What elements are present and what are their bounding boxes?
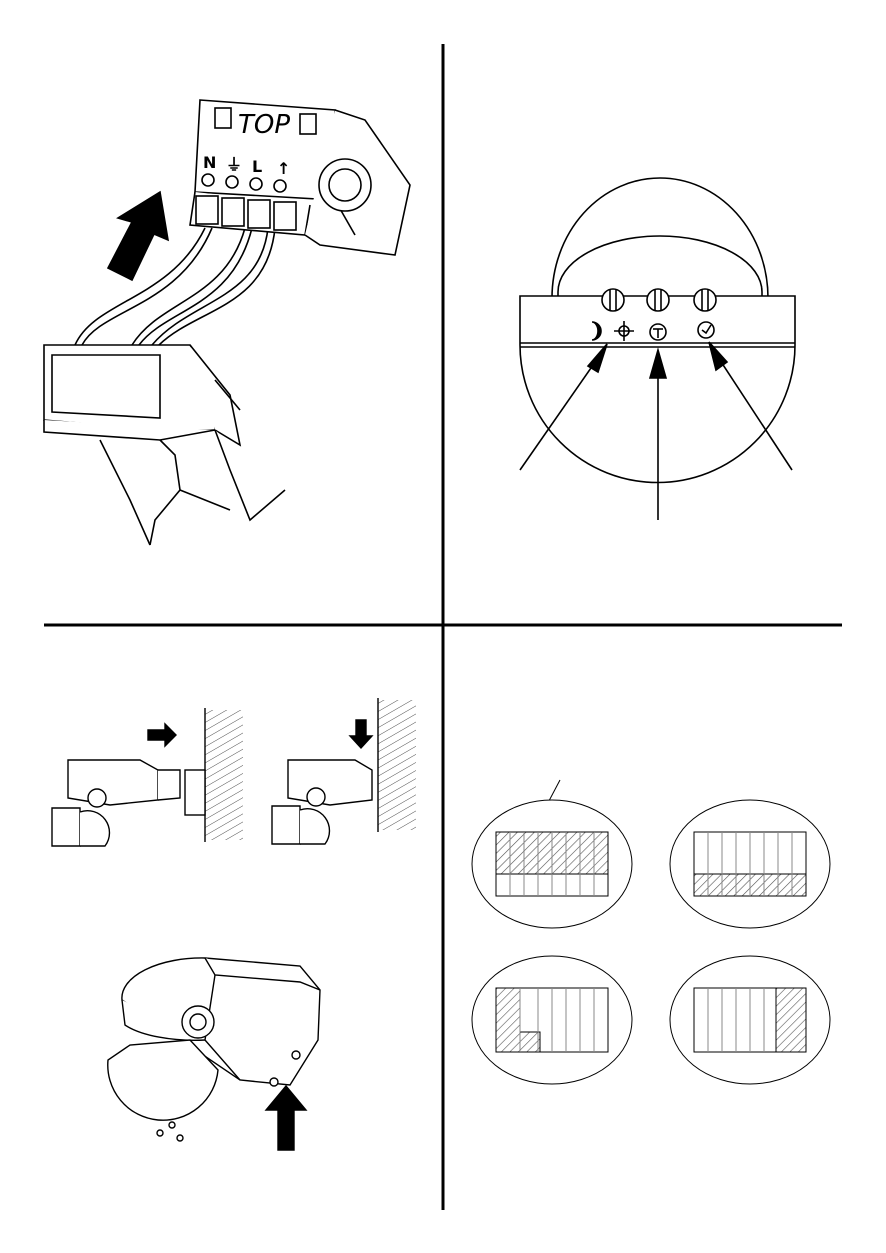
push-arrow-icon — [266, 1086, 306, 1150]
terminal-mark-n: N — [203, 153, 216, 172]
mask-upper-half — [472, 800, 632, 928]
panel-connector: TOP N ⏚ L ↑ — [44, 100, 410, 545]
mount-step-press — [272, 698, 416, 844]
mask-right-side — [670, 956, 830, 1084]
sensor-housing — [44, 345, 285, 545]
panel-mounting — [52, 698, 416, 1150]
connector-cables — [75, 228, 275, 345]
panel-masks — [472, 780, 830, 1084]
sensor-lens-dome — [552, 178, 768, 306]
press-arrow-icon — [350, 720, 372, 748]
sensitivity-icon — [650, 324, 666, 340]
terminal-mark-earth: ⏚ — [226, 155, 242, 174]
sensitivity-knob[interactable] — [647, 289, 669, 311]
terminal-mark-load: ↑ — [277, 159, 290, 178]
clock-icon — [698, 322, 714, 338]
terminal-block — [190, 100, 410, 255]
mount-step-slide — [52, 708, 243, 846]
lux-knob[interactable] — [602, 289, 624, 311]
terminal-mark-l: L — [252, 157, 262, 176]
panel-controls — [520, 178, 795, 520]
slide-arrow-icon — [148, 724, 176, 746]
insert-arrow-icon — [108, 192, 168, 280]
time-knob[interactable] — [694, 289, 716, 311]
top-label: TOP — [238, 110, 290, 140]
mask-lower-half — [670, 800, 830, 928]
mount-step-push — [108, 958, 320, 1150]
mask-left-side — [472, 956, 632, 1084]
